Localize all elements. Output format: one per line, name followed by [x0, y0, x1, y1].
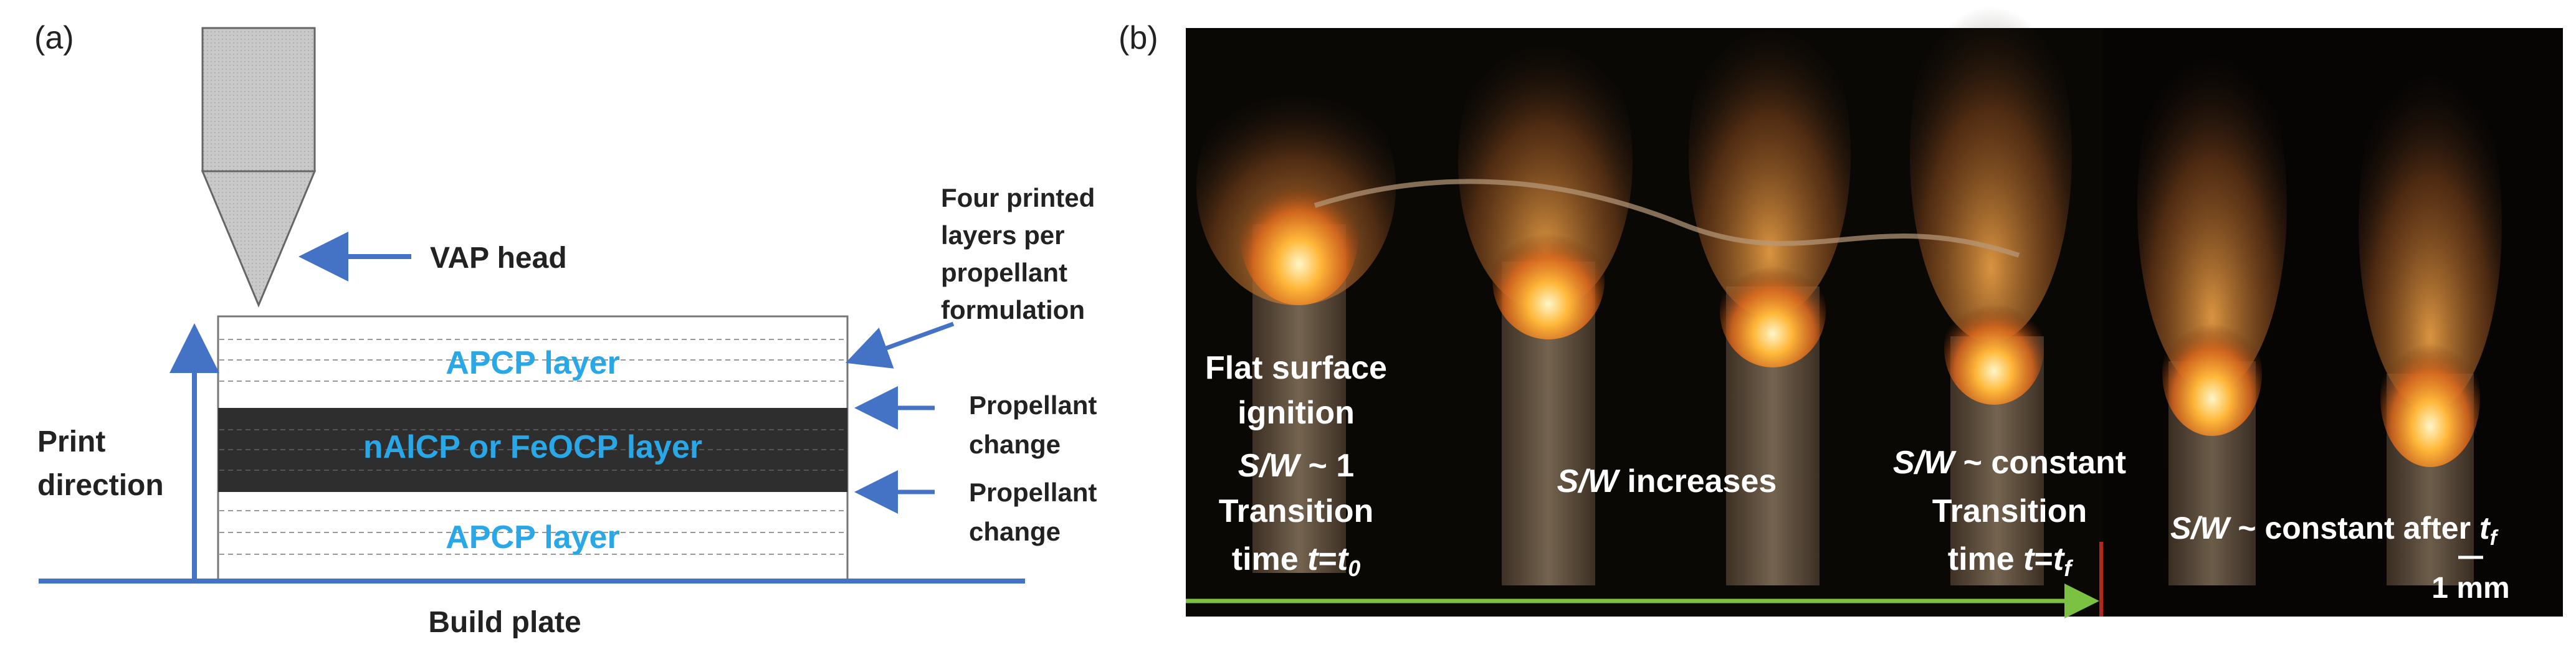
panel-b-label: (b)	[1119, 20, 1158, 56]
time-t0-pre: time	[1232, 541, 1307, 577]
sw-increases-rest: increases	[1618, 463, 1777, 499]
panel-a-label: (a)	[34, 20, 74, 56]
strand-1	[1196, 69, 1396, 573]
four-layers-arrow	[845, 321, 955, 369]
sw-approx-1-label: S/W ~ 1	[1238, 448, 1354, 484]
sw-after-t: t	[2479, 511, 2491, 546]
vap-head-nozzle	[201, 27, 317, 308]
panel-b: (b)	[1119, 0, 2563, 618]
sw-constant-var: S/W	[1893, 445, 1957, 481]
panel-a: (a) VAP head	[34, 20, 1097, 639]
time-tf-pre: time	[1948, 541, 2023, 577]
apcp-layer-top-label: APCP layer	[446, 345, 619, 381]
scale-bar-label: 1 mm	[2431, 572, 2509, 605]
sw1-rest: ~ 1	[1299, 448, 1354, 484]
time-t0-sub: 0	[1348, 556, 1360, 581]
vap-head-label: VAP head	[430, 242, 567, 275]
middle-layer-band	[218, 408, 847, 492]
sw1-var: S/W	[1238, 448, 1302, 484]
sw-increases-label: S/W increases	[1557, 463, 1777, 499]
time-t0-eq: =	[1318, 541, 1337, 577]
propellant-change-1-label-2: change	[969, 430, 1061, 459]
time-tf-sub: f	[2064, 556, 2073, 581]
flat-ignition-label-1: Flat surface	[1205, 350, 1387, 386]
strand-3	[1689, 0, 1851, 585]
apcp-layer-bottom-label: APCP layer	[446, 519, 619, 556]
four-layers-label-4: formulation	[941, 295, 1085, 324]
time-t0-label: time t=t0	[1232, 541, 1360, 581]
four-layers-label-1: Four printed	[941, 183, 1095, 212]
propellant-change-2-label-1: Propellant	[969, 478, 1097, 507]
propellant-change-2-label-2: change	[969, 517, 1061, 546]
sw-after-sub: f	[2490, 526, 2499, 550]
flat-ignition-label-2: ignition	[1238, 395, 1355, 431]
strand-6	[2359, 37, 2502, 585]
strand-2	[1458, 12, 1633, 585]
four-layers-label-2: layers per	[941, 220, 1064, 250]
time-tf-label: time t=tf	[1948, 541, 2073, 581]
transition-1-label: Transition	[1219, 493, 1373, 529]
strand-5	[2137, 19, 2287, 585]
time-tf-eq: =	[2035, 541, 2053, 577]
sw-increases-var: S/W	[1557, 463, 1621, 499]
time-t0-subvar: t	[1337, 541, 1350, 577]
ignition-wire	[1314, 179, 2020, 258]
sw-constant-after-label: S/W ~ constant after tf	[2170, 511, 2499, 550]
strand-4	[1910, 0, 2072, 585]
time-tf-subvar: t	[2053, 541, 2066, 577]
build-plate-label: Build plate	[428, 606, 581, 639]
middle-layer-label: nAlCP or FeOCP layer	[363, 429, 702, 465]
print-direction-label-1: Print	[37, 425, 105, 458]
sw-constant-rest: ~ constant	[1954, 445, 2126, 481]
propellant-change-1-label-1: Propellant	[969, 390, 1097, 420]
sw-after-rest: ~ constant after	[2229, 511, 2479, 546]
print-direction-label-2: direction	[37, 469, 164, 502]
time-t0-var: t	[1307, 541, 1320, 577]
transition-2-label: Transition	[1932, 493, 2087, 529]
time-tf-var: t	[2023, 541, 2036, 577]
sw-constant-label: S/W ~ constant	[1893, 445, 2126, 481]
sw-after-var: S/W	[2170, 511, 2231, 546]
four-layers-label-3: propellant	[941, 258, 1067, 287]
